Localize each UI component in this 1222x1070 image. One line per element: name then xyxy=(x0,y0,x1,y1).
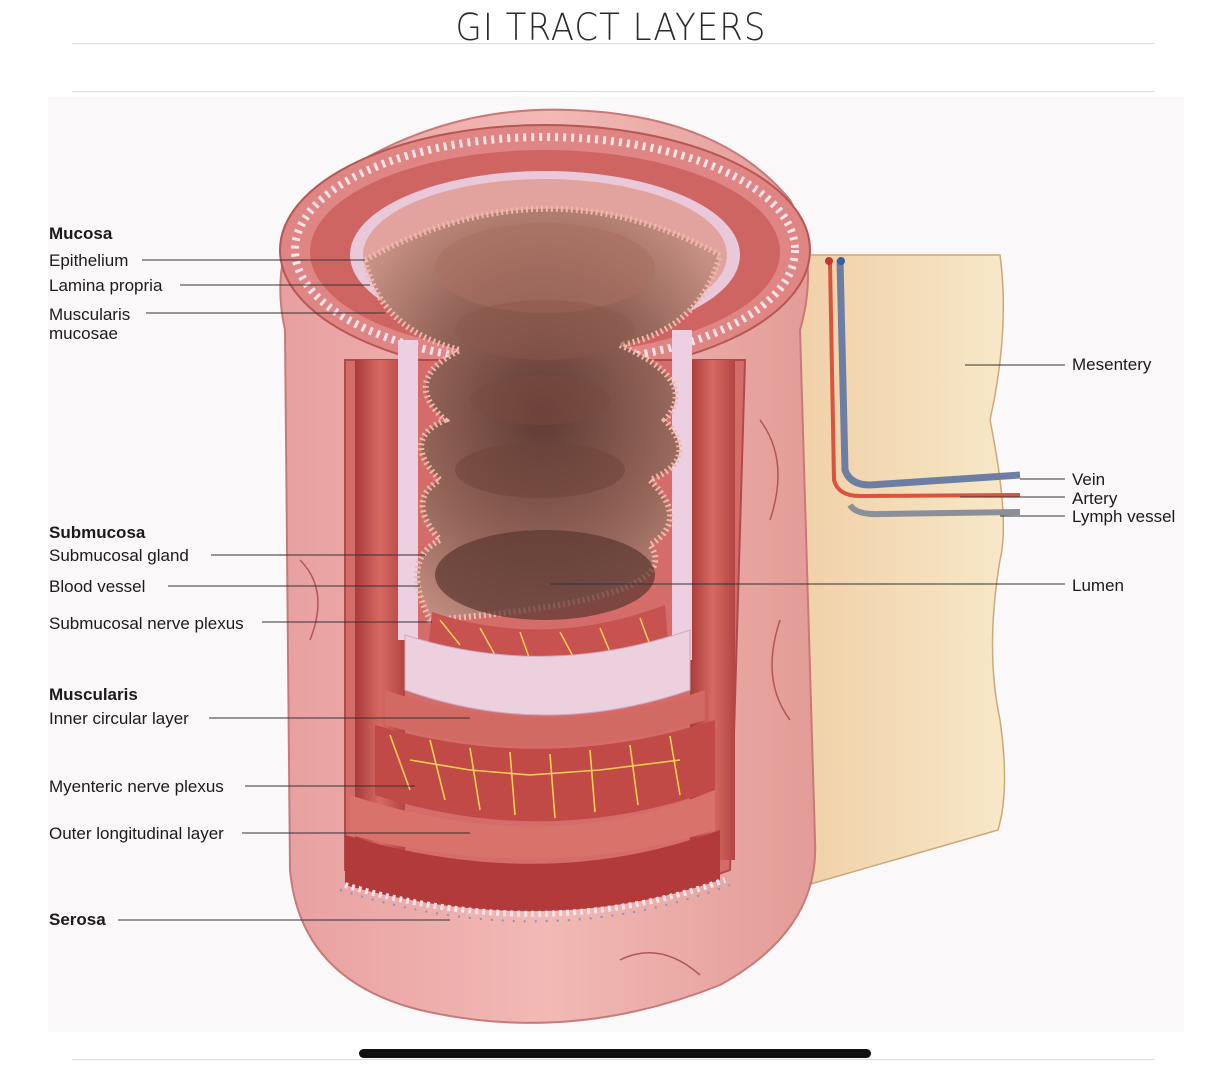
submucosa-block xyxy=(404,629,691,716)
lamina-propria-label: Lamina propria xyxy=(49,276,163,295)
home-indicator-bar[interactable] xyxy=(359,1049,871,1058)
muscularis-heading: Muscularis xyxy=(49,685,138,704)
page-title: GI TRACT LAYERS xyxy=(455,6,767,50)
mesentery-lymph xyxy=(847,503,1021,518)
muscularis-mucosae-label-line1: Muscularis xyxy=(49,305,131,324)
mucosa-heading: Mucosa xyxy=(49,224,113,243)
muscularis-mucosae-label-line2: mucosae xyxy=(49,324,118,343)
leader-lines xyxy=(118,259,1065,921)
bottom-divider xyxy=(72,1059,1154,1060)
artery-label: Artery xyxy=(1072,489,1118,508)
outer-longitudinal-layer-label: Outer longitudinal layer xyxy=(49,824,224,843)
blood-vessel-label: Blood vessel xyxy=(49,577,146,596)
inner-circular-block xyxy=(385,690,705,747)
inner-circular-layer-label: Inner circular layer xyxy=(49,709,189,728)
submucosal-nerve-plexus-label: Submucosal nerve plexus xyxy=(49,614,244,633)
serosa-heading: Serosa xyxy=(49,910,106,929)
top-divider xyxy=(72,43,1154,44)
mesentery-vein xyxy=(836,259,1021,489)
submucosal-gland-label: Submucosal gland xyxy=(49,546,189,565)
lymph-vessel-label: Lymph vessel xyxy=(1072,507,1176,526)
outer-longitudinal-block xyxy=(350,790,715,859)
mesentery-label: Mesentery xyxy=(1072,355,1152,374)
lumen-label: Lumen xyxy=(1072,576,1124,595)
upper-divider xyxy=(72,91,1154,92)
mesentery-sheet xyxy=(789,254,1006,892)
epithelium-label: Epithelium xyxy=(49,251,129,270)
serosa-edge xyxy=(344,877,727,917)
vein-label: Vein xyxy=(1072,470,1106,489)
myenteric-nerve-plexus-label: Myenteric nerve plexus xyxy=(49,777,224,796)
mesentery-artery xyxy=(828,261,1021,499)
submucosa-heading: Submucosa xyxy=(49,523,146,542)
